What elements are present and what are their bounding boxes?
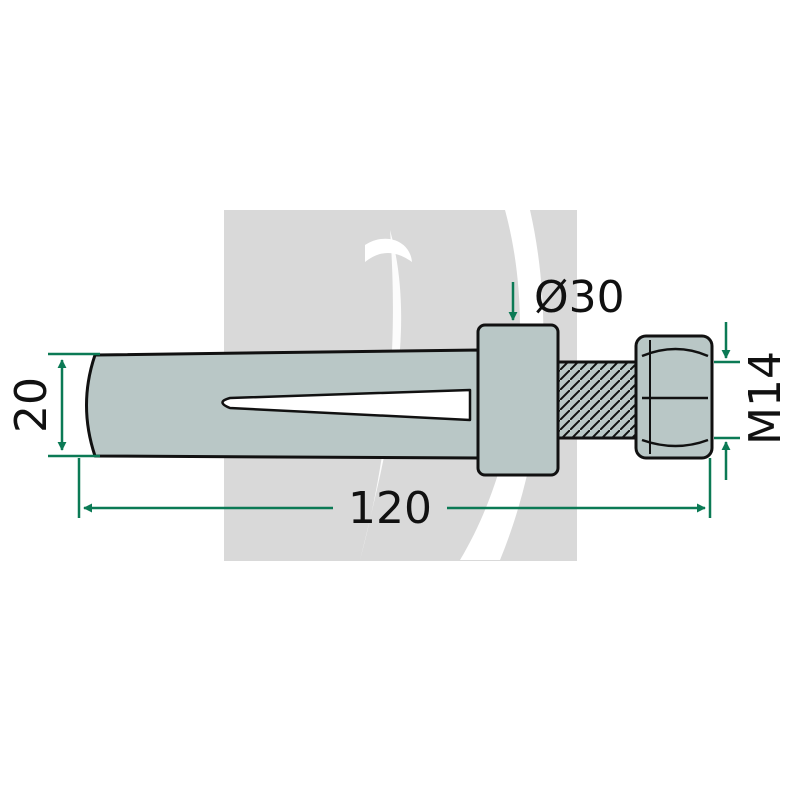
diameter-label: 20 — [6, 377, 57, 433]
collar-label: Ø30 — [534, 272, 625, 323]
bolt-thread — [556, 360, 638, 440]
dimension-thread — [714, 322, 740, 480]
bolt-groove — [221, 388, 472, 422]
dimension-diameter — [48, 352, 100, 458]
bolt-collar — [476, 323, 560, 477]
hex-nut — [634, 334, 714, 460]
length-label: 120 — [348, 483, 432, 534]
shear-bolt — [85, 323, 714, 477]
dimension-length — [77, 458, 712, 518]
thread-label: M14 — [740, 351, 791, 445]
